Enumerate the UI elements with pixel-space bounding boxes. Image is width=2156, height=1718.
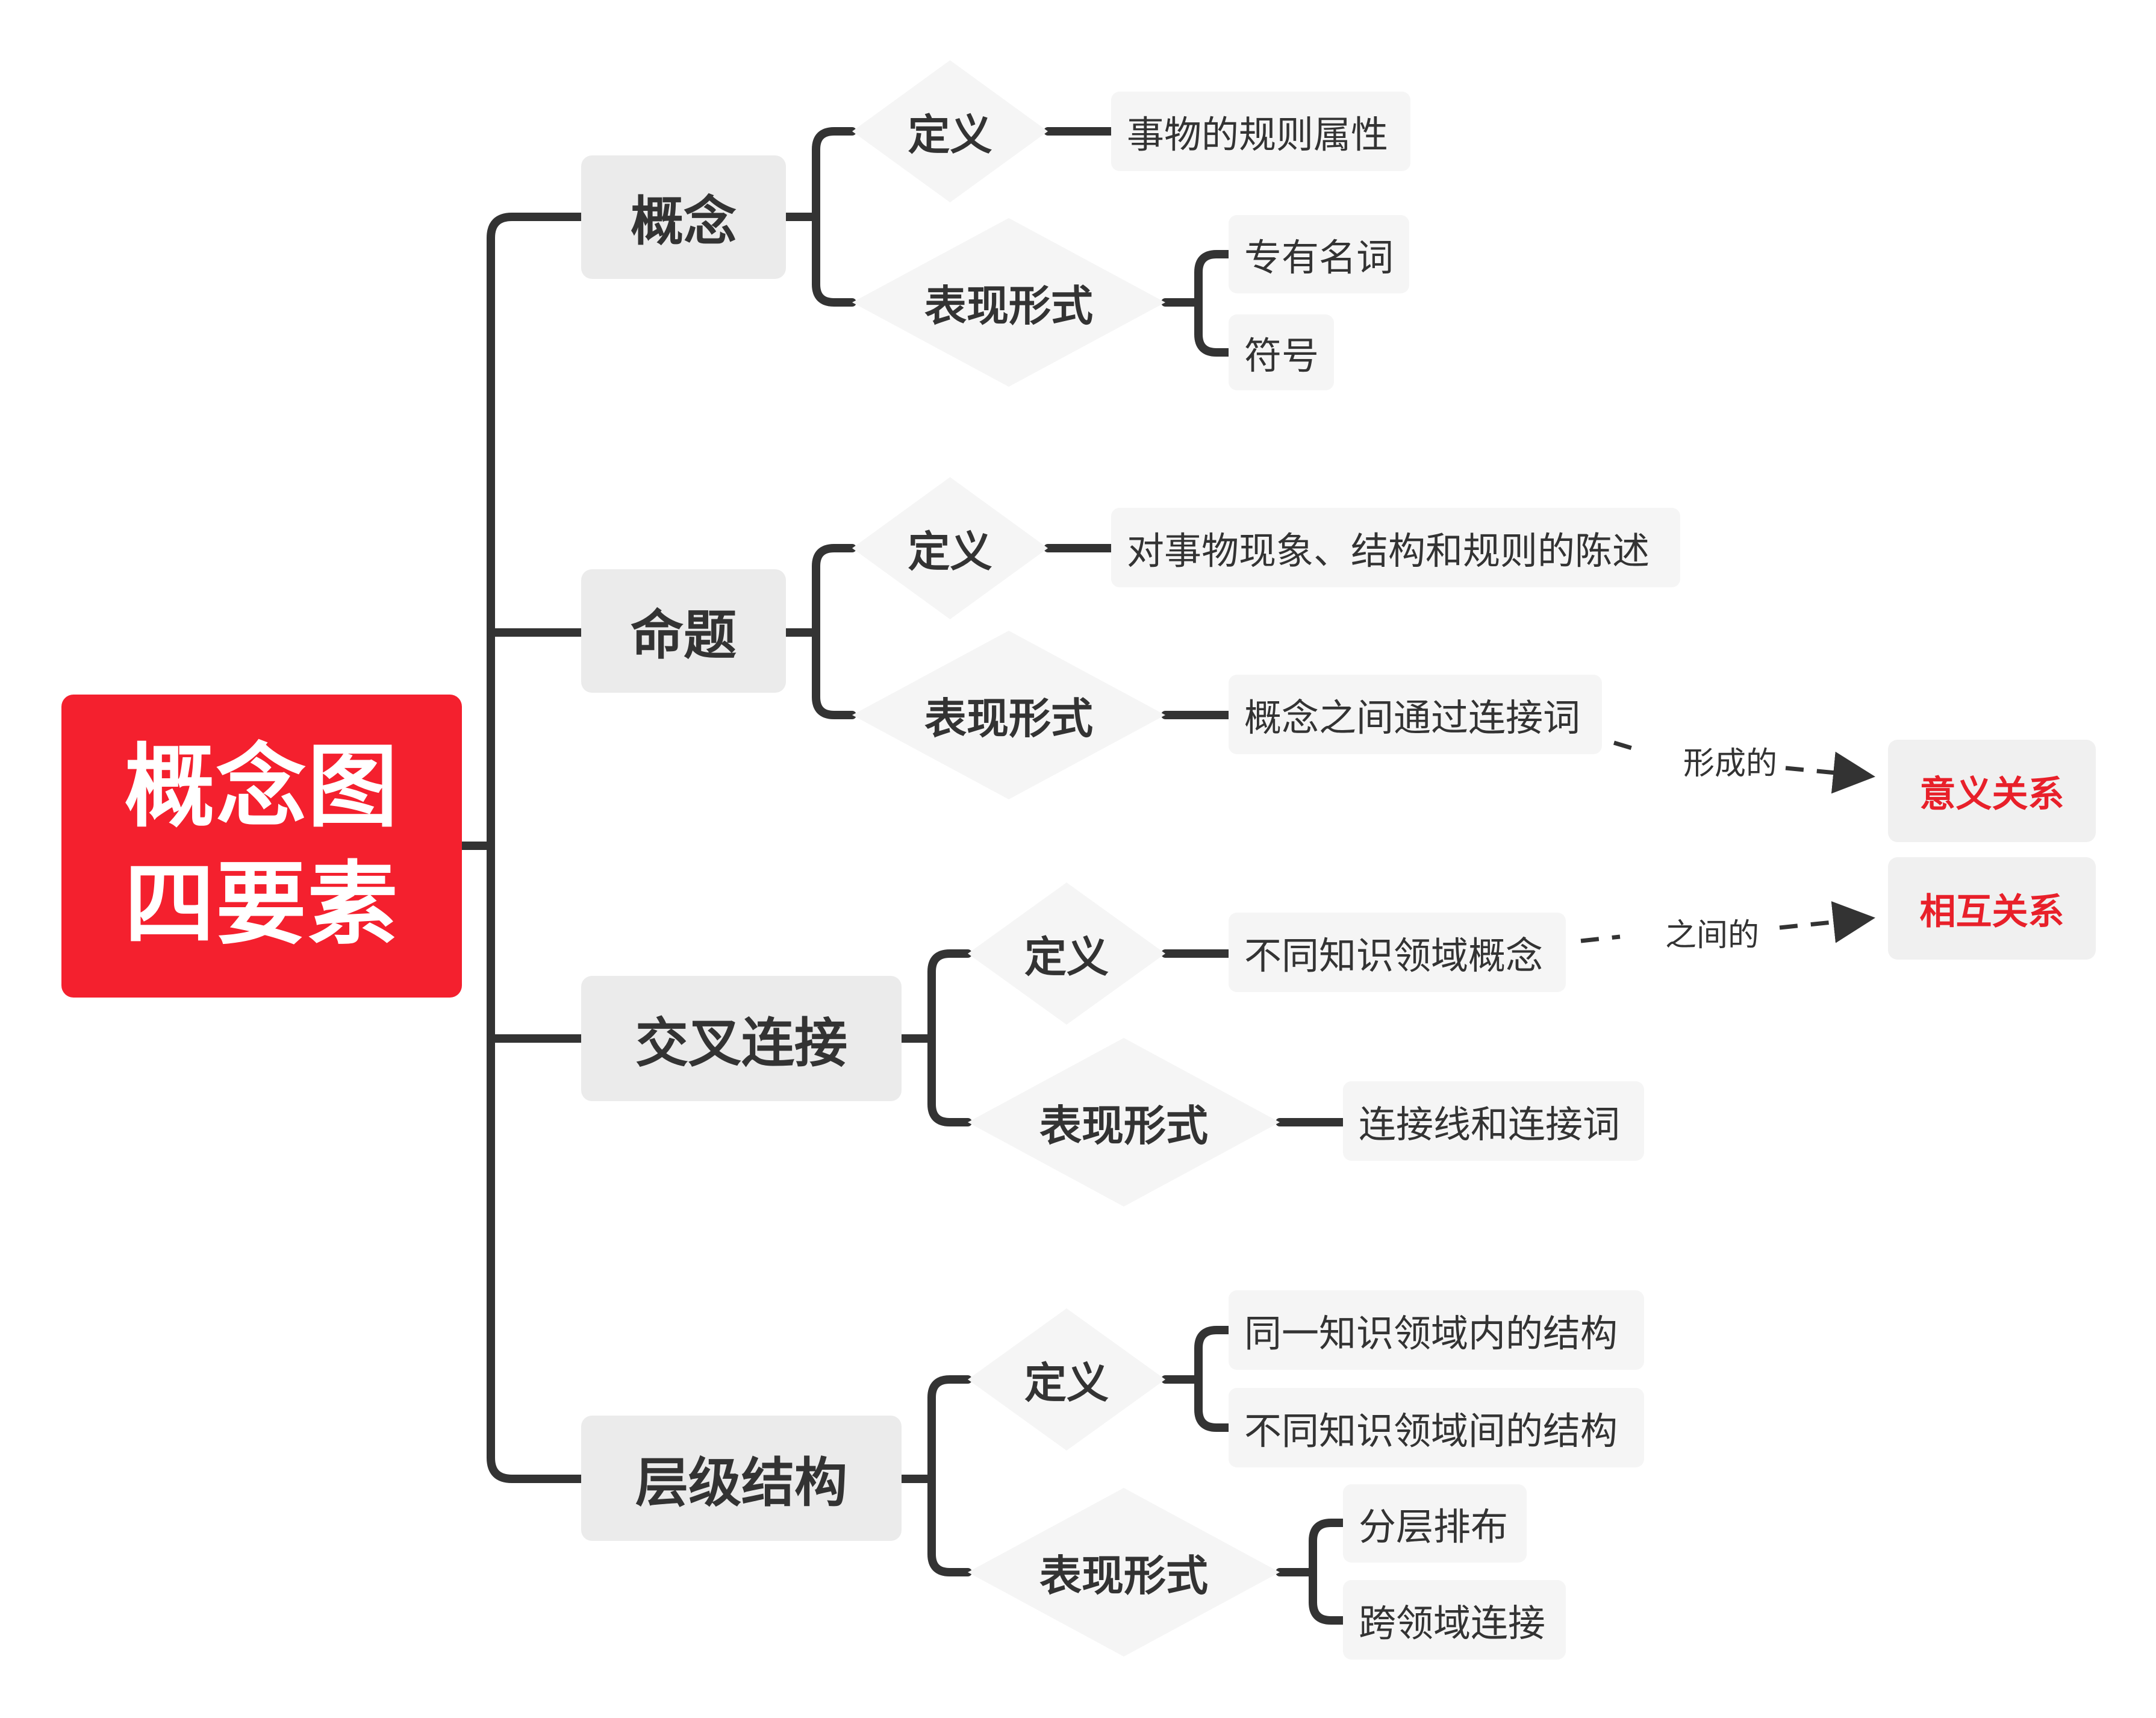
diamond-label: 定义 [908,526,992,576]
relation-2-target[interactable]: 相互关系 [1888,857,2096,960]
relation-1-edge-label: 形成的 [1683,738,1778,783]
diamond-label: 定义 [1024,932,1109,982]
diamond-label: 表现形式 [1039,1551,1208,1601]
branch-concept-form[interactable]: 表现形式 [852,218,1165,387]
leaf-concept-form-2[interactable]: 符号 [1229,314,1334,390]
branch-concept-definition[interactable]: 定义 [852,60,1048,202]
branch-proposition-definition[interactable]: 定义 [852,477,1048,619]
diamond-shape [968,1038,1280,1207]
leaf-hierarchy-definition-1[interactable]: 同一知识领域内的结构 [1229,1290,1644,1370]
branch-cross-link-definition[interactable]: 定义 [968,882,1165,1025]
leaf-proposition-definition[interactable]: 对事物现象、结构和规则的陈述 [1111,508,1680,587]
diamond-label: 定义 [1024,1358,1109,1408]
root-node[interactable]: 概念图 四要素 [61,695,462,998]
branch-hierarchy-form[interactable]: 表现形式 [968,1488,1280,1657]
diamond-shape [968,1488,1280,1657]
root-title-line-1: 概念图 [124,734,399,840]
leaf-hierarchy-form-1[interactable]: 分层排布 [1343,1484,1527,1563]
leaf-concept-definition[interactable]: 事物的规则属性 [1111,92,1410,171]
leaf-hierarchy-form-2[interactable]: 跨领域连接 [1343,1580,1566,1660]
relation-2-line [1580,919,1867,941]
leaf-concept-form-1[interactable]: 专有名词 [1229,215,1409,293]
diamond-shape [852,218,1165,387]
diamond-label: 表现形式 [1039,1101,1208,1151]
branch-proposition-form[interactable]: 表现形式 [852,631,1165,799]
diamond-label: 表现形式 [924,281,1093,331]
root-trunk [487,213,585,1483]
diamond-shape [968,882,1165,1025]
leaf-hierarchy-definition-2[interactable]: 不同知识领域间的结构 [1229,1388,1644,1467]
diamond-label: 表现形式 [924,693,1093,743]
leaf-cross-link-definition[interactable]: 不同知识领域概念 [1229,913,1566,992]
relation-1-line [1613,743,1867,776]
diamond-shape [852,60,1048,202]
diamond-shape [852,477,1048,619]
branch-hierarchy-definition[interactable]: 定义 [968,1308,1165,1451]
leaf-cross-link-form[interactable]: 连接线和连接词 [1343,1081,1644,1161]
diamond-shape [852,631,1165,799]
branch-concept[interactable]: 概念 [581,155,786,279]
relation-2-edge-label: 之间的 [1665,910,1760,955]
branch-proposition[interactable]: 命题 [581,569,786,693]
relation-1-target[interactable]: 意义关系 [1888,740,2096,842]
leaf-proposition-form[interactable]: 概念之间通过连接词 [1229,675,1602,754]
branch-cross-link-form[interactable]: 表现形式 [968,1038,1280,1207]
branch-cross-link[interactable]: 交叉连接 [581,976,902,1101]
diamond-label: 定义 [908,110,992,160]
root-title-line-2: 四要素 [124,852,399,957]
branch-hierarchy[interactable]: 层级结构 [581,1416,902,1541]
diamond-shape [968,1308,1165,1451]
